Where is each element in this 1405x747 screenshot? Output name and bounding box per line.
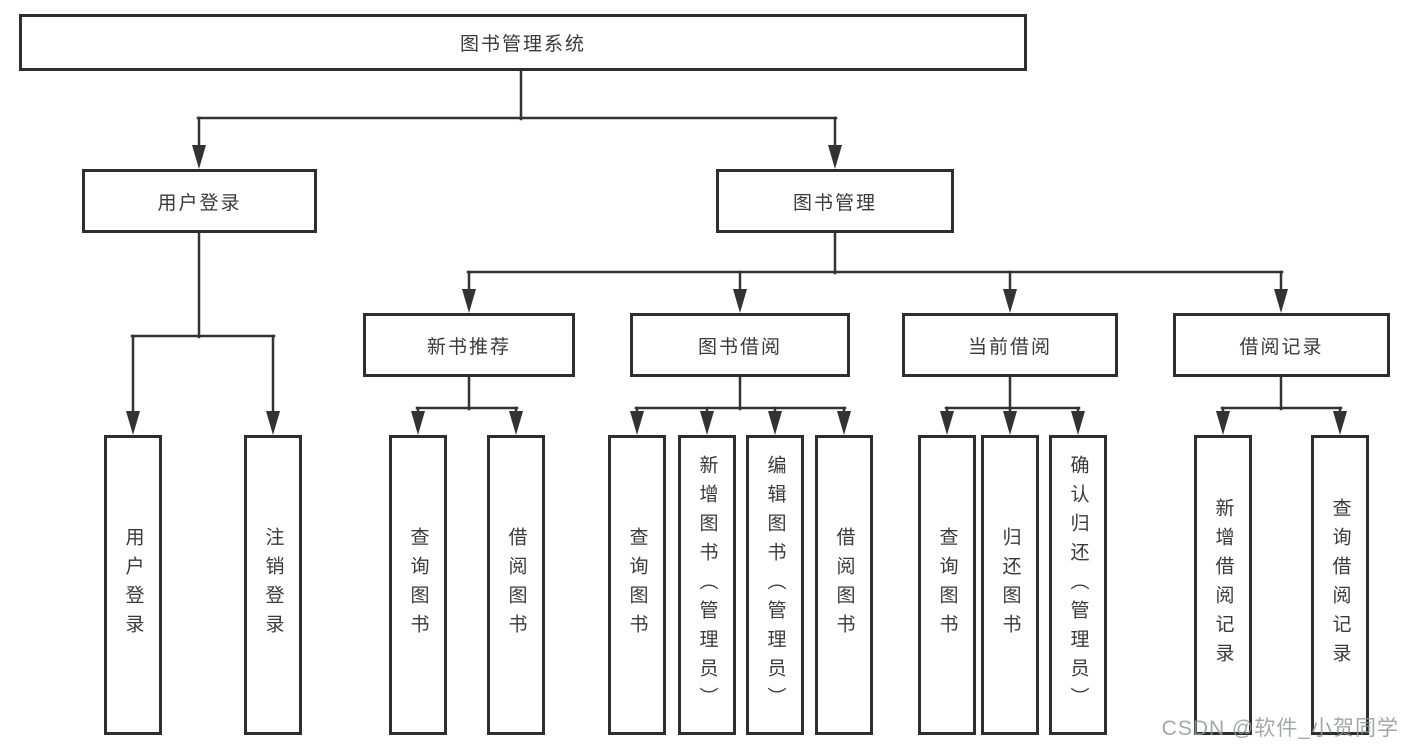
node-label: 查询借阅记录 bbox=[1329, 498, 1351, 672]
leaf-add-borrow-record: 新增借阅记录 bbox=[1194, 435, 1252, 735]
node-user-login: 用户登录 bbox=[82, 169, 317, 233]
arrowhead-icon bbox=[837, 411, 851, 435]
arrowhead-icon bbox=[1071, 411, 1085, 435]
node-label: 确认归还（管理员） bbox=[1067, 454, 1089, 716]
leaf-query-books-borrow: 查询图书 bbox=[608, 435, 666, 735]
leaf-query-books-current: 查询图书 bbox=[918, 435, 976, 735]
leaf-edit-book-admin: 编辑图书（管理员） bbox=[746, 435, 804, 735]
node-book-management: 图书管理 bbox=[716, 169, 954, 233]
node-label: 借阅图书 bbox=[505, 527, 527, 643]
node-label: 新增图书（管理员） bbox=[696, 454, 718, 716]
node-label: 图书管理系统 bbox=[459, 34, 586, 55]
arrowhead-icon bbox=[733, 289, 747, 313]
node-label: 当前借阅 bbox=[967, 336, 1052, 358]
arrowhead-icon bbox=[1274, 289, 1288, 313]
arrowhead-icon bbox=[630, 411, 644, 435]
arrowhead-icon bbox=[509, 411, 523, 435]
arrowhead-icon bbox=[266, 411, 280, 435]
node-current-borrow: 当前借阅 bbox=[902, 313, 1118, 377]
node-label: 新书推荐 bbox=[426, 336, 511, 358]
node-label: 新增借阅记录 bbox=[1212, 498, 1234, 672]
arrowhead-icon bbox=[700, 411, 714, 435]
node-label: 归还图书 bbox=[999, 527, 1021, 643]
node-label: 用户登录 bbox=[157, 192, 242, 214]
node-new-book-recommend: 新书推荐 bbox=[363, 313, 575, 377]
leaf-confirm-return-admin: 确认归还（管理员） bbox=[1049, 435, 1107, 735]
leaf-borrow-books-recommend: 借阅图书 bbox=[487, 435, 545, 735]
node-label: 借阅记录 bbox=[1239, 336, 1324, 358]
arrowhead-icon bbox=[1333, 411, 1347, 435]
node-label: 借阅图书 bbox=[833, 527, 855, 643]
leaf-logout: 注销登录 bbox=[244, 435, 302, 735]
arrowhead-icon bbox=[828, 145, 842, 169]
leaf-query-books-recommend: 查询图书 bbox=[389, 435, 447, 735]
leaf-borrow-books: 借阅图书 bbox=[815, 435, 873, 735]
node-label: 编辑图书（管理员） bbox=[764, 454, 786, 716]
arrowhead-icon bbox=[462, 289, 476, 313]
arrowhead-icon bbox=[1216, 411, 1230, 435]
arrowhead-icon bbox=[768, 411, 782, 435]
arrowhead-icon bbox=[126, 411, 140, 435]
arrowhead-icon bbox=[192, 145, 206, 169]
leaf-add-book-admin: 新增图书（管理员） bbox=[678, 435, 736, 735]
arrowhead-icon bbox=[940, 411, 954, 435]
arrowhead-icon bbox=[1003, 289, 1017, 313]
node-book-borrow: 图书借阅 bbox=[630, 313, 850, 377]
arrowhead-icon bbox=[1003, 411, 1017, 435]
node-label: 注销登录 bbox=[262, 527, 284, 643]
leaf-user-login: 用户登录 bbox=[104, 435, 162, 735]
node-library-system: 图书管理系统 bbox=[19, 14, 1027, 71]
arrowhead-icon bbox=[411, 411, 425, 435]
node-label: 图书管理 bbox=[792, 192, 877, 214]
node-label: 图书借阅 bbox=[697, 336, 782, 358]
node-label: 用户登录 bbox=[122, 527, 144, 643]
leaf-return-book: 归还图书 bbox=[981, 435, 1039, 735]
node-label: 查询图书 bbox=[626, 527, 648, 643]
node-borrow-records: 借阅记录 bbox=[1173, 313, 1390, 377]
node-label: 查询图书 bbox=[936, 527, 958, 643]
node-label: 查询图书 bbox=[407, 527, 429, 643]
leaf-query-borrow-record: 查询借阅记录 bbox=[1311, 435, 1369, 735]
watermark: CSDN @软件_小贺同学 bbox=[1161, 717, 1399, 740]
